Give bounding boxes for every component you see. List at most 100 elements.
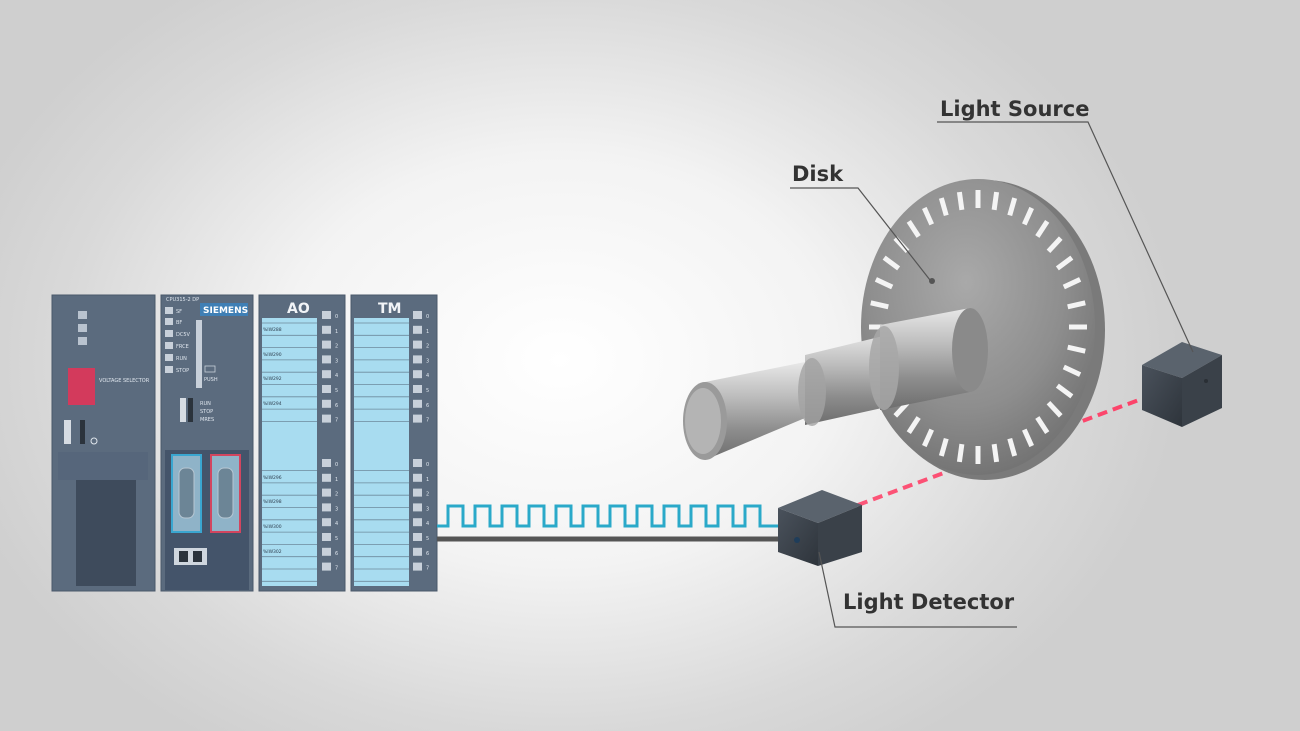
mode-switch [180, 398, 186, 422]
channel-led [322, 355, 331, 364]
ao-channel-0: %IW288 [263, 327, 282, 333]
disk-slot [893, 400, 910, 418]
disk-slot [1035, 416, 1050, 434]
plc-rack: VOLTAGE SELECTOR CPU315-2 DP SIEMENS SF [51, 294, 438, 592]
channel-led [322, 547, 331, 556]
light-detector-label: Light Detector [843, 590, 1015, 614]
led-label-stop: STOP [176, 368, 189, 374]
channel-led [322, 488, 331, 497]
channel-number: 5 [335, 388, 338, 394]
channel-led [413, 503, 422, 512]
channel-number: 7 [426, 418, 429, 424]
mmc-slot [174, 548, 207, 565]
disk-slot [938, 437, 949, 457]
channel-number: 7 [426, 566, 429, 572]
disk-slot [1007, 437, 1018, 457]
disk-slot [1055, 255, 1074, 271]
channel-led [413, 488, 422, 497]
cpu-model-label: CPU315-2 DP [166, 297, 199, 303]
channel-number: 6 [335, 551, 338, 557]
disk-slot [1007, 197, 1018, 217]
push-label: PUSH [204, 377, 218, 383]
channel-number: 6 [426, 403, 429, 409]
channel-led [413, 340, 422, 349]
channel-led [322, 473, 331, 482]
light-detector-box [778, 490, 862, 566]
channel-number: 1 [335, 329, 338, 335]
channel-led [322, 459, 331, 467]
channel-led [413, 399, 422, 408]
ao-channel-3: %IW294 [263, 401, 282, 407]
channel-number: 4 [426, 521, 429, 527]
channel-number: 1 [426, 477, 429, 483]
channel-number: 4 [335, 521, 338, 527]
disk-slot [1022, 206, 1034, 226]
channel-led [322, 518, 331, 527]
channel-number: 7 [335, 566, 338, 572]
channel-number: 1 [426, 329, 429, 335]
light-source-box [1142, 342, 1222, 427]
disk-slot [1022, 428, 1034, 448]
channel-led [322, 562, 331, 571]
channel-number: 5 [426, 388, 429, 394]
channel-led [413, 414, 422, 423]
channel-led [413, 355, 422, 364]
led-label-run: RUN [176, 356, 187, 362]
disk-slot [956, 191, 965, 211]
channel-led [322, 533, 331, 541]
callouts: Light Source Disk Light Detector [790, 97, 1194, 628]
channel-number: 2 [335, 492, 338, 498]
disk-slot [991, 443, 1000, 463]
channel-number: 3 [426, 506, 429, 512]
channel-number: 3 [335, 506, 338, 512]
channel-number: 4 [335, 373, 338, 379]
ao-channel-1: %IW290 [263, 352, 282, 358]
disk-slot [1069, 324, 1087, 330]
ao-title: AO [287, 301, 310, 317]
channel-number: 7 [335, 418, 338, 424]
channel-led [413, 533, 422, 541]
disk-slot [1067, 344, 1086, 354]
disk-slot [956, 443, 965, 463]
channel-led [413, 311, 422, 319]
channel-led [413, 473, 422, 482]
disk-callout-line [790, 187, 931, 281]
led-label-frce: FRCE [176, 344, 189, 350]
signal-cable [437, 504, 782, 542]
ao-channel-2: %IW292 [263, 376, 282, 382]
channel-led [413, 459, 422, 467]
profibus-port-right [210, 454, 241, 533]
siemens-logo [200, 303, 248, 316]
disk-slot [1046, 400, 1063, 418]
tm-title: TM [378, 301, 401, 317]
disk-slot [1067, 300, 1086, 310]
led-label-bf: BF [176, 320, 182, 326]
channel-led [322, 399, 331, 408]
channel-led [413, 562, 422, 571]
channel-led [322, 325, 331, 334]
channel-led [322, 311, 331, 319]
power-supply-module: VOLTAGE SELECTOR [51, 294, 156, 592]
channel-number: 1 [335, 477, 338, 483]
switch-run-label: RUN [200, 401, 211, 407]
tm-channel-lines [354, 322, 409, 582]
tm-label-strip [354, 318, 409, 586]
channel-led [413, 370, 422, 379]
ao-channel-6: %IW300 [263, 524, 282, 530]
disk-slot [991, 191, 1000, 211]
channel-led [322, 503, 331, 512]
ao-channel-5: %IW298 [263, 499, 282, 505]
disk-slot [922, 206, 934, 226]
disk-center-marker [929, 278, 935, 284]
channel-number: 2 [426, 492, 429, 498]
disk-slot [1035, 220, 1050, 238]
disk-slot [938, 197, 949, 217]
light-source-label: Light Source [940, 97, 1089, 121]
channel-number: 0 [335, 462, 338, 468]
switch-stop-label: STOP [200, 409, 213, 415]
channel-led [413, 547, 422, 556]
voltage-selector [68, 368, 95, 405]
